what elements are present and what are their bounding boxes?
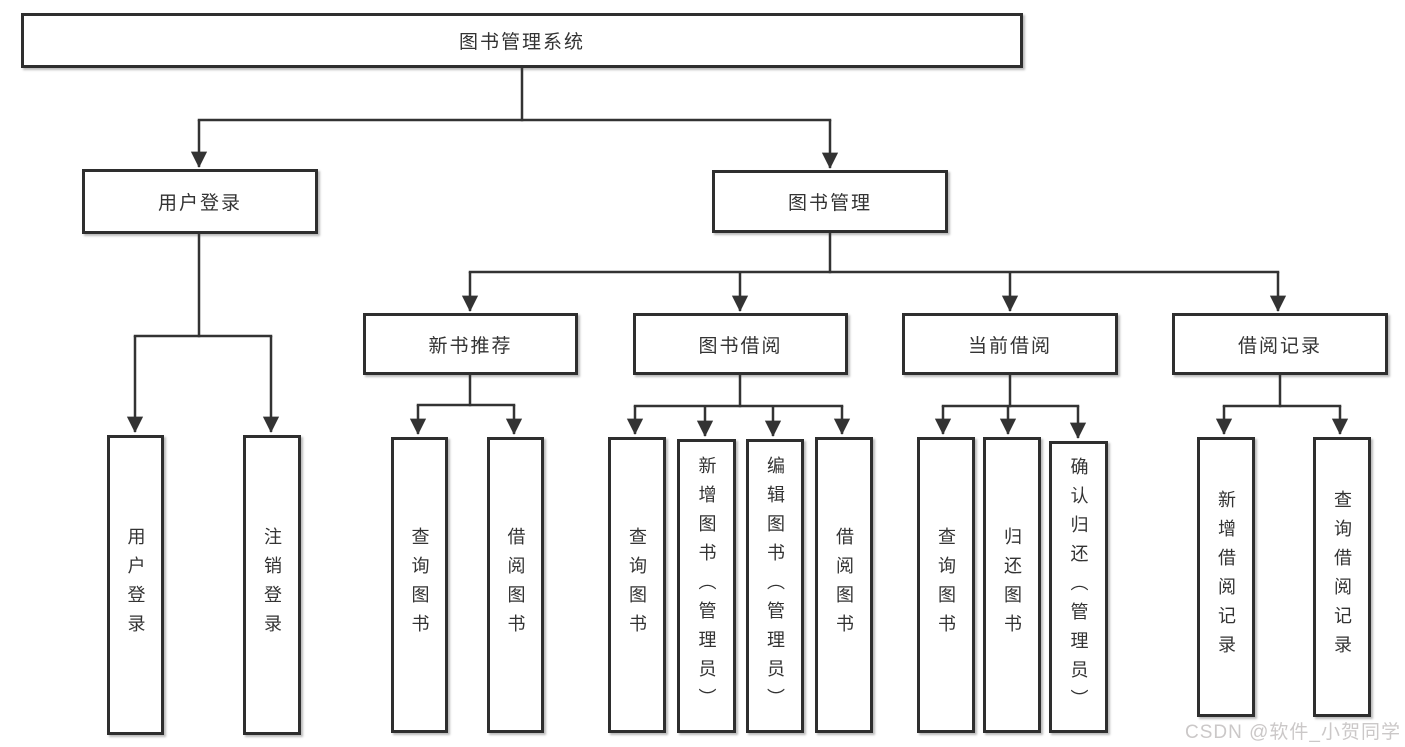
- leaf-add-books-admin: 新增图书（管理员）: [677, 439, 736, 733]
- csdn-watermark: CSDN @软件_小贺同学: [1185, 722, 1401, 743]
- leaf-logout: 注销登录: [243, 435, 301, 735]
- leaf-query-borrow-record: 查询借阅记录: [1313, 437, 1371, 717]
- leaf-borrow-books: 借阅图书: [815, 437, 873, 733]
- leaf-query-books-current: 查询图书: [917, 437, 975, 733]
- leaf-query-books-recommend: 查询图书: [391, 437, 448, 733]
- leaf-return-books: 归还图书: [983, 437, 1041, 733]
- node-book-borrow: 图书借阅: [633, 313, 848, 375]
- leaf-borrow-books-recommend: 借阅图书: [487, 437, 544, 733]
- connector-arrows: [126, 120, 1349, 439]
- node-book-management: 图书管理: [712, 170, 948, 233]
- leaf-confirm-return-admin: 确认归还（管理员）: [1049, 441, 1108, 733]
- leaf-user-login: 用户登录: [107, 435, 164, 735]
- node-user-login: 用户登录: [82, 169, 318, 234]
- node-root-system: 图书管理系统: [21, 13, 1023, 68]
- node-borrow-records: 借阅记录: [1172, 313, 1388, 375]
- node-current-borrow: 当前借阅: [902, 313, 1118, 375]
- node-new-book-recommend: 新书推荐: [363, 313, 578, 375]
- leaf-query-books-borrow: 查询图书: [608, 437, 666, 733]
- leaf-add-borrow-record: 新增借阅记录: [1197, 437, 1255, 717]
- leaf-edit-books-admin: 编辑图书（管理员）: [746, 439, 804, 733]
